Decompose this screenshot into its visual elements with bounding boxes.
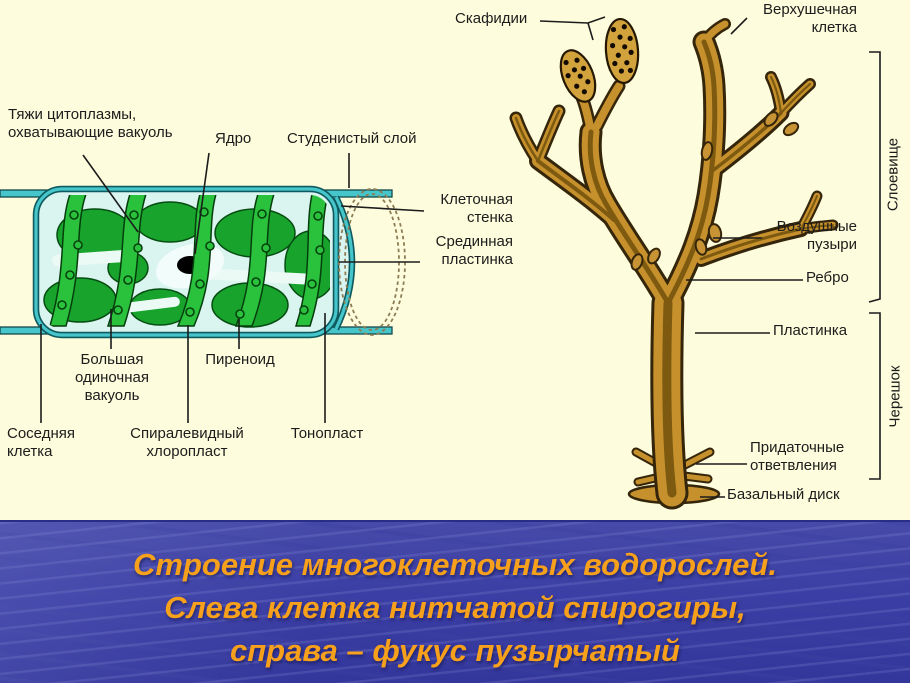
label-scaphidia: Скафидии	[455, 10, 528, 27]
label-nucleus: Ядро	[215, 130, 252, 147]
spirogyra-leader-lines	[40, 152, 425, 423]
label-tonoplast: Тонопласт	[290, 425, 364, 442]
label-large-vacuole: Большая одиночная вакуоль	[74, 351, 149, 404]
label-thallus: Слоевище	[884, 137, 902, 212]
fucus-diagram	[516, 16, 881, 503]
label-middle-lamella: Срединная пластинка	[435, 233, 513, 268]
caption-line-1: Строение многоклеточных водорослей.	[133, 547, 777, 582]
cell-interior	[43, 195, 330, 328]
slide-caption: Строение многоклеточных водорослей. Слев…	[0, 522, 910, 672]
spirogyra-diagram	[0, 152, 425, 423]
diagram-canvas	[0, 16, 881, 520]
fucus-leader-lines	[539, 16, 803, 498]
label-basal-disc: Базальный диск	[727, 486, 840, 503]
caption-band: Строение многоклеточных водорослей. Слев…	[0, 520, 910, 683]
scaphidium-right	[604, 17, 640, 85]
label-stipe: Черешок	[886, 365, 904, 428]
label-apical-cell: Верхушечная клетка	[763, 1, 857, 36]
label-lamina: Пластинка	[773, 322, 848, 339]
label-rib: Ребро	[806, 269, 849, 286]
bracket-stipe	[869, 312, 881, 480]
label-pyrenoid: Пиреноид	[205, 351, 275, 368]
label-spiral-chloroplast: Спиралевидный хлоропласт	[130, 425, 244, 460]
label-adventitious-branches: Придаточные ответвления	[750, 439, 845, 474]
label-neighbor-cell: Соседняя клетка	[7, 425, 75, 460]
air-bladder-shapes	[630, 111, 800, 271]
label-gelatinous-layer: Студенистый слой	[287, 130, 417, 147]
caption-line-3: справа – фукус пузырчатый	[230, 633, 680, 668]
scaphidium-left	[559, 49, 597, 103]
label-cytoplasm-strands: Тяжи цитоплазмы, охватывающие вакуоль	[8, 106, 173, 141]
bracket-thallus	[868, 51, 881, 303]
caption-line-2: Слева клетка нитчатой спирогиры,	[164, 590, 746, 625]
label-cell-wall: Клеточная стенка	[440, 191, 513, 226]
label-air-bladders: Воздушные пузыри	[776, 218, 857, 253]
